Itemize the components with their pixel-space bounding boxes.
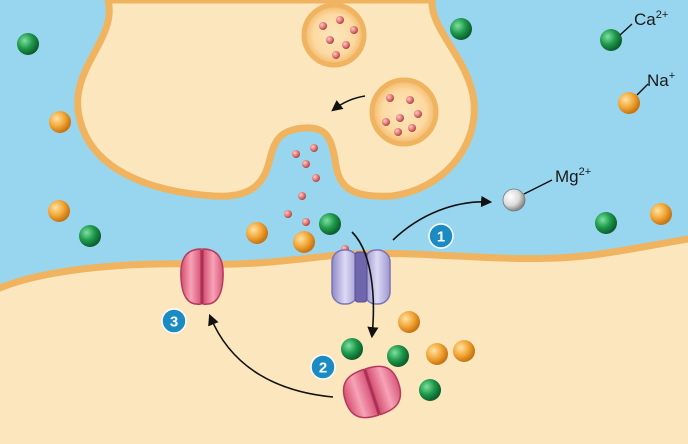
neurotransmitter [292,150,300,158]
calcium-ion [419,379,441,401]
magnesium-label-leader [523,179,553,195]
sodium-ion [426,343,448,365]
step-badge-2: 2 [310,354,336,380]
calcium-ion [387,345,409,367]
neurotransmitter [284,210,292,218]
calcium-ion [17,33,39,55]
sodium-ion [293,231,315,253]
sodium-ion-group [48,92,672,365]
sodium-ion [618,92,640,114]
calcium-label: Ca2+ [634,9,668,29]
calcium-ion [595,212,617,234]
receptor-insertion-arrow [208,313,334,398]
step-badge-3: 3 [161,308,187,334]
neurotransmitter [302,160,310,168]
magnesium-ion [502,188,526,212]
magnesium-label: Mg2+ [555,166,591,186]
calcium-ion [600,29,622,51]
sodium-ion [398,311,420,333]
step-badge-1: 1 [428,223,454,249]
calcium-ion [319,213,341,235]
calcium-label-leader [619,23,633,36]
ampa-receptor [180,248,224,305]
sodium-ion [650,203,672,225]
calcium-ion [341,338,363,360]
calcium-ion [450,18,472,40]
neurotransmitter [302,218,310,226]
neurotransmitter [312,174,320,182]
magnesium-expulsion-arrow [392,195,493,241]
calcium-ion [79,225,101,247]
calcium-ion-group [17,18,622,401]
nmda-receptor [331,249,391,305]
synaptic-vesicle [369,77,439,147]
svg-text:2: 2 [319,360,327,377]
neurotransmitter [310,144,318,152]
sodium-label-leader [636,83,649,96]
synaptic-vesicle [301,2,367,68]
svg-text:1: 1 [437,229,445,246]
neurotransmitter [298,192,306,200]
sodium-label: Na+ [647,70,675,90]
sodium-ion [453,340,475,362]
ampa-receptor-intracellular [342,365,402,419]
exocytosis-arrow [331,95,366,112]
neurotransmitter-group [284,144,349,253]
presynaptic-terminal [74,0,478,200]
sodium-ion [48,200,70,222]
svg-text:3: 3 [170,314,178,331]
calcium-influx-arrow [351,231,379,339]
sodium-ion [246,222,268,244]
sodium-ion [49,111,71,133]
